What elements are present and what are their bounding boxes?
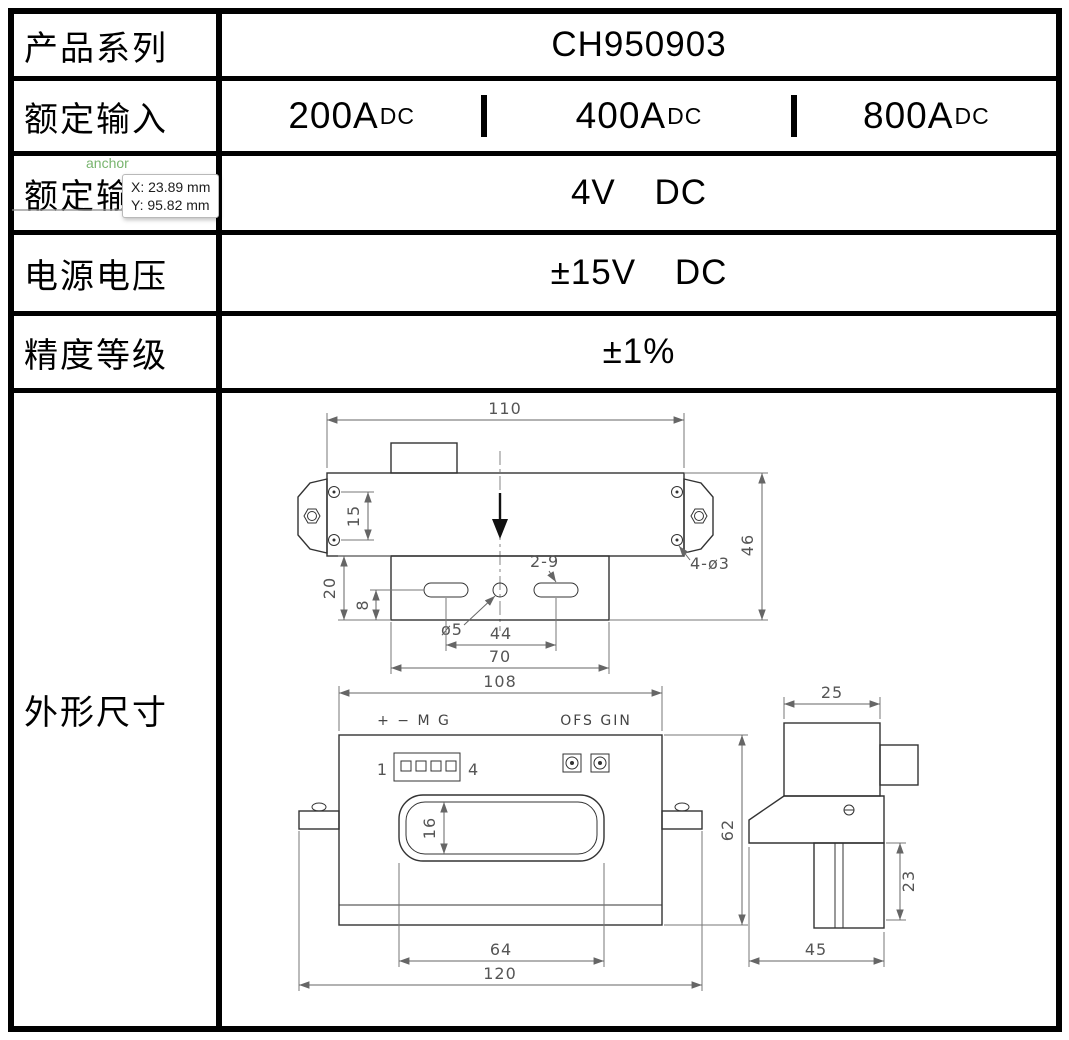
measure-line [12, 209, 140, 211]
side-connector-tab [879, 744, 919, 786]
mounting-hole [671, 534, 683, 546]
dim-slot-offset: 8 [353, 599, 372, 610]
label-center-hole: ø5 [441, 620, 463, 639]
dim-plate-height: 20 [320, 577, 339, 599]
dimension-drawing: 110 [297, 399, 919, 991]
current-direction-arrow [492, 519, 508, 539]
pin-number-last: 4 [468, 760, 479, 779]
rated-output-value: 4V DC [222, 156, 1056, 230]
current-value: 800A [863, 95, 954, 136]
pin-number-first: 1 [377, 760, 388, 779]
slot-hole [423, 582, 469, 598]
dim-top-height: 46 [738, 534, 757, 556]
current-unit: DC [379, 102, 415, 129]
current-value: 400A [575, 95, 667, 136]
top-connector-tab [390, 442, 458, 474]
dim-total-width: 120 [483, 964, 517, 983]
row-accuracy: 精度等级 ±1% [14, 316, 1056, 393]
top-view: 110 [297, 399, 768, 674]
dim-front-width: 108 [483, 672, 517, 691]
right-mounting-ear [683, 478, 714, 554]
mounting-hole [328, 534, 340, 546]
left-mounting-ear [297, 478, 328, 554]
hex-nut [303, 508, 321, 524]
row-dimensions: 外形尺寸 110 [14, 393, 1056, 1026]
side-slot-channel [834, 842, 844, 929]
value-text: ±1% [602, 332, 676, 371]
dim-window-height: 16 [420, 817, 439, 839]
dim-slot-pitch: 44 [490, 624, 512, 643]
side-bottom-block [813, 842, 885, 929]
left-flange [298, 810, 340, 830]
supply-voltage-label: 电源电压 [14, 235, 222, 311]
label-text: 精度等级 [24, 337, 168, 375]
dim-top-width: 110 [488, 399, 522, 418]
coord-y: Y: 95.82 mm [131, 197, 210, 213]
center-hole [492, 582, 508, 598]
side-top-block [783, 722, 881, 797]
dim-side-slot-depth: 23 [899, 870, 918, 892]
front-view: 108 + − M G OFS GIN 1 4 [298, 672, 748, 991]
trimmer-labels: OFS GIN [560, 713, 632, 729]
trimmer-pot [590, 753, 610, 773]
anchor-marker[interactable]: anchor [86, 155, 129, 171]
dim-side-top-width: 25 [821, 683, 843, 702]
dimensions-label: 外形尺寸 [14, 393, 222, 1026]
current-unit: DC [667, 102, 703, 129]
hex-nut [690, 508, 708, 524]
top-body [326, 472, 685, 557]
supply-voltage-value: ±15V DC [222, 235, 1056, 311]
accuracy-value: ±1% [222, 316, 1056, 388]
product-series-value: CH950903 [222, 14, 1056, 76]
flange-screw [311, 802, 327, 812]
side-view: 25 23 [748, 683, 919, 967]
slot-hole [533, 582, 579, 598]
busbar-window-outer [398, 794, 605, 862]
pin-connector [393, 752, 461, 782]
label-text: 产品系列 [24, 30, 168, 68]
dim-plate-width: 70 [489, 647, 511, 666]
front-body [338, 734, 663, 926]
value-text: 4V DC [570, 173, 708, 212]
dim-hole-pitch: 15 [344, 505, 363, 527]
dimension-drawing-cell: 110 [222, 393, 1056, 1026]
mounting-hole [328, 486, 340, 498]
coord-x: X: 23.89 mm [131, 179, 211, 195]
side-mid-section [748, 795, 885, 844]
flange-screw [674, 802, 690, 812]
coordinate-tooltip: X: 23.89 mm Y: 95.82 mm [122, 174, 220, 218]
label-slots: 2-9 [530, 552, 559, 571]
accuracy-label: 精度等级 [14, 316, 222, 388]
terminal-labels: + − M G [377, 713, 451, 729]
label-corner-holes: 4-ø3 [690, 554, 730, 573]
trimmer-pot [562, 753, 582, 773]
mounting-hole [671, 486, 683, 498]
right-flange [661, 810, 703, 830]
value-text: CH950903 [551, 25, 727, 64]
top-base-plate [390, 555, 610, 621]
row-supply-voltage: 电源电压 ±15V DC [14, 235, 1056, 316]
label-text: 额定输入 [24, 101, 168, 139]
value-text: ±15V DC [550, 253, 728, 292]
product-series-label: 产品系列 [14, 14, 222, 76]
dim-front-height: 62 [718, 819, 737, 841]
row-product-series: 产品系列 CH950903 [14, 14, 1056, 81]
dim-window-width: 64 [490, 940, 512, 959]
current-unit: DC [954, 102, 990, 129]
busbar-window-inner [405, 801, 598, 855]
label-text: 电源电压 [24, 258, 168, 296]
dim-side-depth: 45 [805, 940, 827, 959]
current-value: 200A [288, 95, 379, 136]
label-text: 外形尺寸 [24, 695, 168, 732]
rated-input-label: 额定输入 [14, 81, 222, 151]
